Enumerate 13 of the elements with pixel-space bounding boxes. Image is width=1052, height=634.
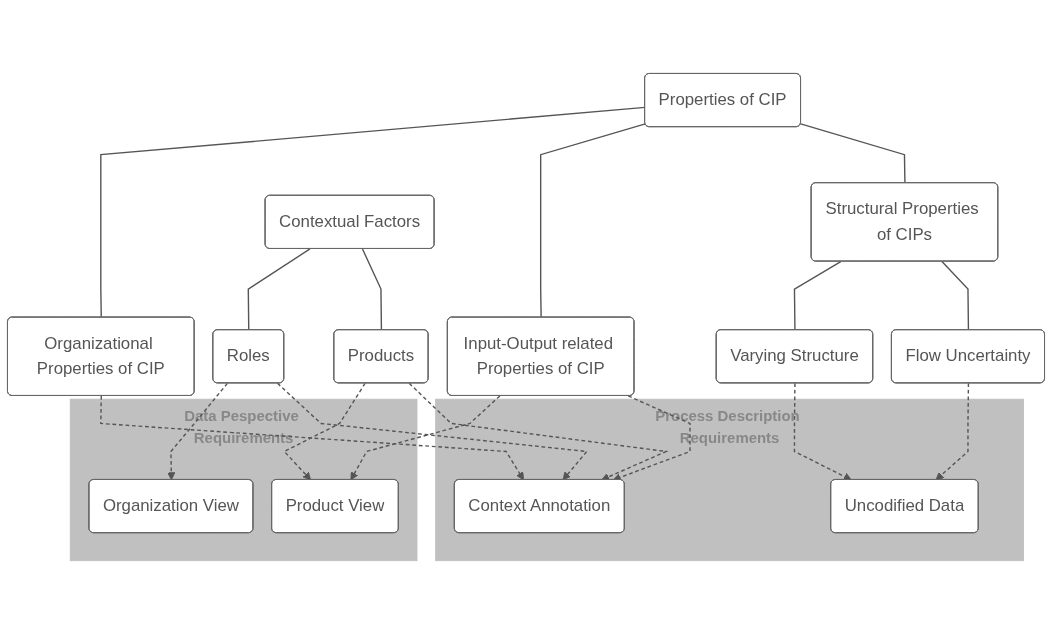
arrow [935,382,970,481]
arrow [276,382,589,481]
arrow [793,382,852,481]
connector [361,248,383,331]
arrow [283,382,366,481]
arrow [167,382,229,481]
arrow [100,395,524,481]
connector [941,260,970,331]
connector [800,123,906,184]
arrow [408,382,669,481]
connector [247,248,311,331]
arrow [350,395,501,481]
connector [793,260,842,331]
